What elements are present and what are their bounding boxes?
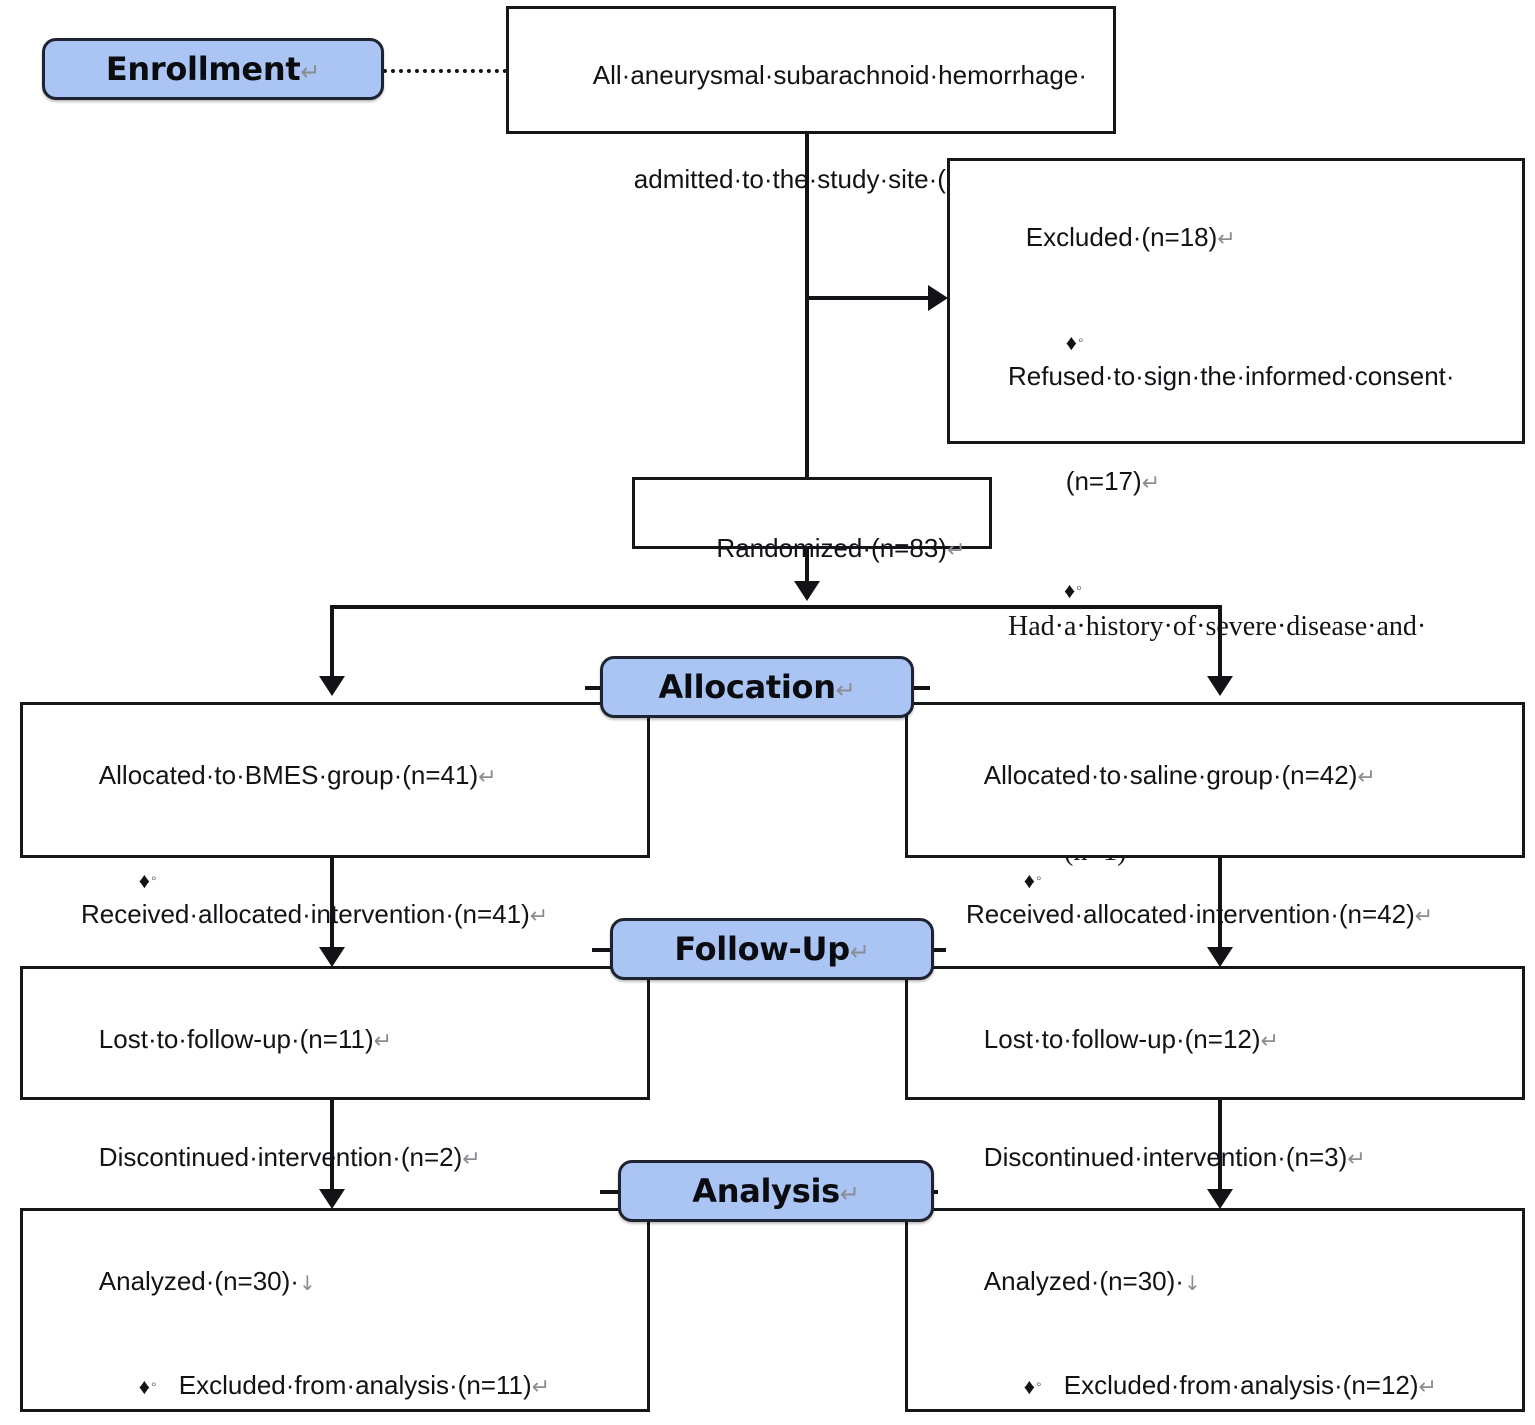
screened-box: All·aneurysmal·subarachnoid·hemorrhage· … — [506, 6, 1116, 194]
allocation-right-arrowhead — [1207, 676, 1233, 696]
stage-allocation: Allocation↵ — [600, 656, 914, 718]
mark: ↓ — [298, 1270, 316, 1295]
mark: ↓ — [1183, 1270, 1201, 1295]
followup-left-box: Lost·to·follow-up·(n=11)↵ Discontinued·i… — [20, 966, 650, 1172]
bullet-icon: ♦° — [138, 868, 157, 894]
alloc-right-to-follow-line — [1218, 858, 1222, 950]
stage-enrollment-label: Enrollment↵ — [105, 50, 321, 88]
mark: ↵ — [849, 938, 870, 966]
follow-left-line-3: Discontinued·intervention·(n=2)↵ — [98, 1142, 481, 1173]
follow-right-line-1: Lost·to·follow-up·(n=12)↵ — [983, 1023, 1279, 1054]
mark: ↵ — [1418, 1375, 1437, 1401]
bullet-icon: ♦° — [1064, 577, 1082, 603]
follow-right-spacer — [926, 1091, 1504, 1105]
mark: ↵ — [529, 904, 549, 930]
mark: ↵ — [531, 1375, 551, 1401]
mark: ↵ — [1414, 904, 1434, 930]
mark: ↵ — [946, 537, 966, 563]
follow-right-to-analysis-arrowhead — [1207, 1189, 1233, 1209]
alloc-left-to-follow-arrowhead — [319, 947, 345, 967]
allocation-left-box: Allocated·to·BMES·group·(n=41)↵ ♦°Receiv… — [20, 702, 650, 1068]
alloc-right-line-2: ♦°Received·allocated·intervention·(n=42)… — [966, 868, 1434, 930]
screened-to-randomized-trunk — [805, 131, 809, 491]
enrollment-dotted-connector — [383, 69, 507, 73]
stage-followup: Follow-Up↵ — [610, 918, 934, 980]
excluded-line-1: Excluded·(n=18)↵ — [1025, 221, 1236, 252]
mark: ↵ — [839, 1180, 860, 1208]
excluded-line-3: (n=17)↵ — [1065, 465, 1161, 496]
excluded-branch-line — [805, 296, 931, 300]
bullet-icon: ♦° — [138, 1374, 157, 1400]
followup-pill-left-stub — [592, 948, 612, 952]
randomized-split-arrowhead — [794, 581, 820, 601]
analysis-right-box: Analyzed·(n=30)·↓ ♦°Excluded·from·analys… — [905, 1208, 1525, 1412]
bullet-icon: ♦° — [1065, 330, 1084, 356]
excluded-line-4: ♦°Had·a·history·of·severe·disease·and· — [1008, 577, 1427, 643]
analysis-right-line-1: Analyzed·(n=30)·↓ — [983, 1265, 1201, 1296]
mark: ↵ — [1357, 764, 1376, 790]
stage-analysis: Analysis↵ — [618, 1160, 934, 1222]
randomized-line-1: Randomized·(n=83)↵ — [716, 532, 966, 563]
stage-analysis-label: Analysis↵ — [692, 1172, 860, 1210]
follow-right-line-3: Discontinued·intervention·(n=3)↵ — [983, 1142, 1366, 1173]
alloc-right-line-1: Allocated·to·saline·group·(n=42)↵ — [983, 759, 1376, 790]
alloc-right-to-follow-arrowhead — [1207, 947, 1233, 967]
mark: ↵ — [1260, 1028, 1279, 1054]
randomized-out-line — [805, 549, 809, 587]
alloc-left-to-follow-line — [330, 858, 334, 950]
randomized-box: Randomized·(n=83)↵ — [632, 477, 992, 563]
follow-right-to-analysis-line — [1218, 1100, 1222, 1192]
excluded-box: Excluded·(n=18)↵ ♦°Refused·to·sign·the·i… — [947, 158, 1525, 867]
bullet-icon: ♦° — [1023, 1374, 1042, 1400]
screened-line-1: All·aneurysmal·subarachnoid·hemorrhage· — [592, 59, 1088, 90]
analysis-left-box: Analyzed·(n=30)·↓ ♦°Excluded·from·analys… — [20, 1208, 650, 1412]
mark: ↵ — [462, 1147, 481, 1173]
analysis-right-line-2: ♦°Excluded·from·analysis·(n=12)↵ — [1023, 1370, 1437, 1401]
mark: ↵ — [300, 58, 321, 86]
stage-enrollment: Enrollment↵ — [42, 38, 384, 100]
excluded-arrowhead — [928, 285, 948, 311]
mark: ↵ — [373, 1028, 393, 1054]
alloc-left-line-1: Allocated·to·BMES·group·(n=41)↵ — [98, 759, 497, 790]
followup-pill-right-stub — [926, 948, 946, 952]
mark: ↵ — [1217, 226, 1236, 252]
followup-right-box: Lost·to·follow-up·(n=12)↵ Discontinued·i… — [905, 966, 1525, 1172]
follow-left-spacer — [41, 1091, 629, 1105]
mark: ↵ — [478, 764, 497, 790]
analysis-pill-left-stub — [600, 1190, 620, 1194]
allocation-split-bar — [330, 605, 1222, 609]
stage-followup-label: Follow-Up↵ — [674, 930, 870, 968]
allocation-right-drop — [1218, 605, 1222, 679]
mark: ↵ — [1347, 1147, 1366, 1173]
follow-left-line-1: Lost·to·follow-up·(n=11)↵ — [98, 1023, 393, 1054]
stage-allocation-label: Allocation↵ — [658, 668, 856, 706]
excluded-line-2: ♦°Refused·to·sign·the·informed·consent· — [1008, 330, 1455, 392]
mark: ↵ — [835, 676, 856, 704]
analysis-left-line-2: ♦°Excluded·from·analysis·(n=11)↵ — [138, 1370, 551, 1401]
allocation-pill-right-stub — [910, 686, 930, 690]
allocation-pill-left-stub — [585, 686, 605, 690]
allocation-right-box: Allocated·to·saline·group·(n=42)↵ ♦°Rece… — [905, 702, 1525, 1068]
analysis-left-line-1: Analyzed·(n=30)·↓ — [98, 1265, 316, 1296]
alloc-left-line-2: ♦°Received·allocated·intervention·(n=41)… — [81, 868, 549, 930]
follow-left-to-analysis-arrowhead — [319, 1189, 345, 1209]
follow-left-to-analysis-line — [330, 1100, 334, 1192]
allocation-left-drop — [330, 605, 334, 679]
allocation-left-arrowhead — [319, 676, 345, 696]
mark: ↵ — [1141, 470, 1161, 496]
bullet-icon: ♦° — [1023, 868, 1042, 894]
